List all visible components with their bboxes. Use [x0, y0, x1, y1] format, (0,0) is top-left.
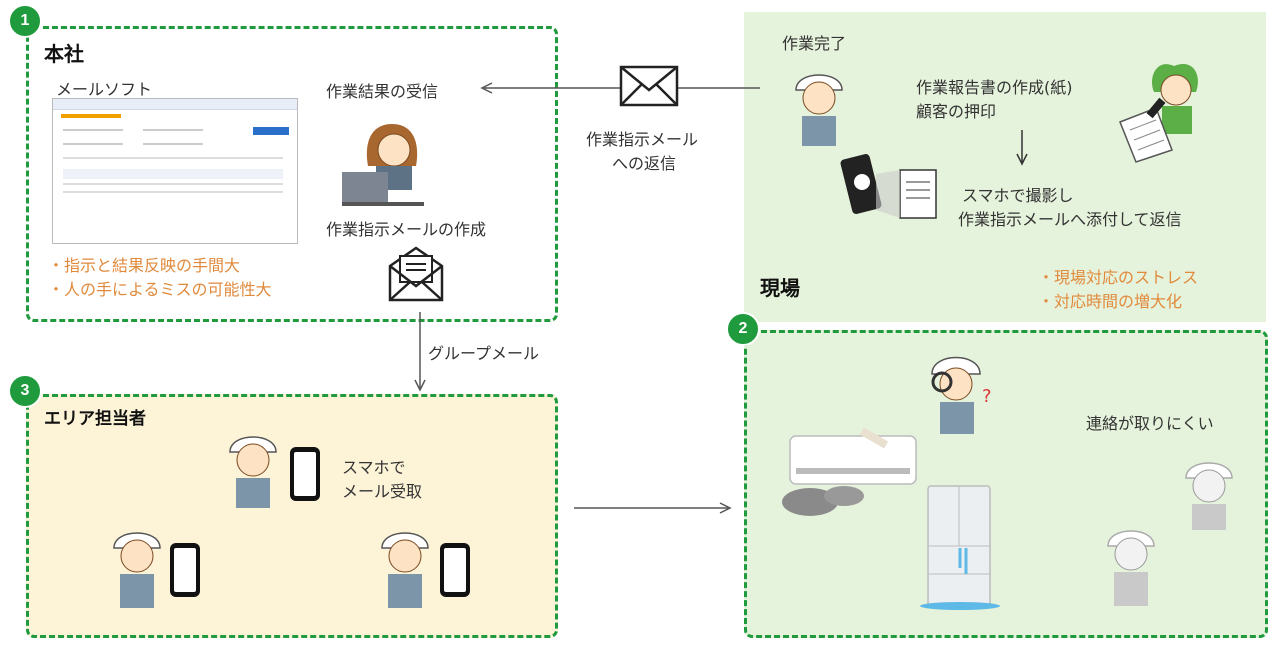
report-line-2: 顧客の押印	[916, 102, 997, 121]
area-badge: 3	[8, 374, 42, 408]
smartphone-2-icon	[170, 543, 200, 597]
smartphone-3-icon	[440, 543, 470, 597]
area-worker-1-icon	[229, 436, 277, 508]
photo-line-1: スマホで撮影し	[962, 186, 1074, 205]
group-mail-label: グループメール	[428, 344, 540, 363]
create-mail-label: 作業指示メールの作成	[326, 220, 487, 239]
site-worker-icon	[795, 74, 843, 146]
office-worker-laptop-icon	[342, 124, 424, 206]
site-background	[744, 12, 1266, 322]
investigating-worker-icon: ?	[931, 356, 992, 434]
area-receive-line-1: スマホで	[342, 458, 406, 477]
area-box	[26, 394, 558, 638]
unavailable-worker-1-icon	[1185, 462, 1233, 530]
photo-line-2: 作業指示メールへ添付して返信	[958, 210, 1182, 229]
svg-text:?: ?	[982, 386, 992, 407]
envelope-icon	[619, 65, 679, 107]
site-badge: 2	[726, 312, 760, 346]
hq-badge: 1	[8, 4, 42, 38]
area-receive-line-2: メール受取	[342, 482, 423, 501]
receive-result-label: 作業結果の受信	[326, 82, 439, 101]
work-done-label: 作業完了	[782, 34, 847, 53]
broken-fridge-icon	[920, 485, 1000, 610]
site-issue-1: ・現場対応のストレス	[1038, 268, 1199, 287]
site-title: 現場	[760, 276, 800, 300]
mail-software-label: メールソフト	[56, 80, 153, 99]
hq-box	[26, 26, 558, 322]
broken-aircon-icon	[782, 427, 917, 516]
mail-software-screenshot	[52, 98, 298, 244]
site-issue-2: ・対応時間の増大化	[1038, 292, 1183, 311]
hq-issue-1: ・指示と結果反映の手間大	[48, 256, 241, 275]
report-line-1: 作業報告書の作成(紙)	[916, 78, 1073, 97]
reply-label-1: 作業指示メール	[586, 130, 699, 149]
open-envelope-icon	[388, 246, 444, 302]
area-title: エリア担当者	[44, 409, 146, 429]
reply-label-2: への返信	[612, 154, 677, 173]
smartphone-1-icon	[290, 447, 320, 501]
hq-issue-2: ・人の手によるミスの可能性大	[48, 280, 272, 299]
area-worker-3-icon	[381, 532, 429, 608]
customer-stamp-icon	[1119, 64, 1198, 163]
area-worker-2-icon	[113, 532, 161, 608]
smartphone-camera-icon	[840, 154, 937, 219]
unavailable-worker-2-icon	[1107, 530, 1155, 606]
hard-to-contact-label: 連絡が取りにくい	[1086, 414, 1214, 433]
hq-title: 本社	[44, 42, 84, 66]
